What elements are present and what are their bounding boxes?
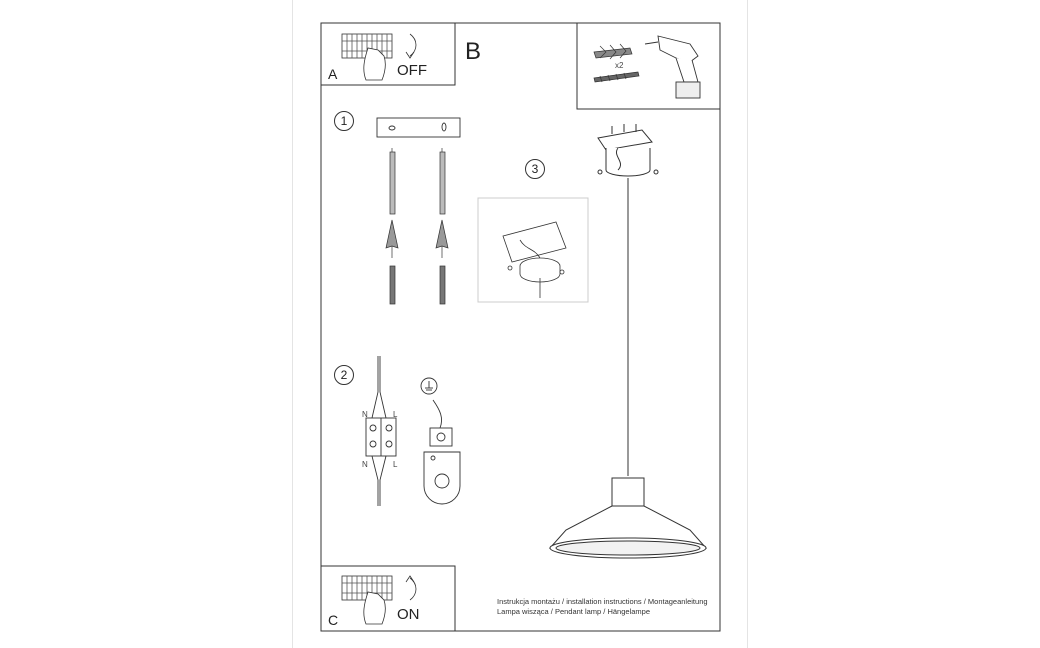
caption-line-2: Lampa wisząca / Pendant lamp / Hängelamp… [497,607,651,616]
panel-c-box [320,565,456,632]
wall-plug-icon [385,219,449,258]
terminal-bottom-l: L [393,460,398,469]
panel-c-action: ON [397,606,420,623]
drill-hole-guides [389,148,446,215]
step-2-marker: 2 [334,365,354,385]
main-frame [320,22,721,632]
step-1-marker: 1 [334,111,354,131]
tools-box [576,22,721,110]
panel-a-box [320,22,456,86]
pendant-lamp [548,124,708,559]
drill-icon [644,35,701,99]
switch-off-icon [341,33,417,81]
screw-count: x2 [615,61,624,70]
earth-ground-icon [420,377,461,505]
terminal-top-n: N [362,410,368,419]
panel-b-letter: B [465,38,482,65]
mounting-bracket [376,117,461,138]
screw-icon [593,71,640,83]
wall-plug-icon [593,43,633,60]
canopy-detail-drawing [502,221,567,298]
terminal-bottom-n: N [362,460,368,469]
instruction-sheet [292,0,748,648]
wire-connector [365,356,397,506]
step-3-marker: 3 [525,159,545,179]
screw-icon [389,265,446,305]
switch-on-icon [341,575,417,625]
panel-c-letter: C [328,612,339,628]
terminal-top-l: L [393,410,398,419]
panel-a-action: OFF [397,62,427,79]
canopy-detail [477,197,589,303]
caption-line-1: Instrukcja montażu / installation instru… [497,597,708,606]
caption: Instrukcja montażu / installation instru… [497,597,708,617]
panel-a-letter: A [328,66,338,82]
